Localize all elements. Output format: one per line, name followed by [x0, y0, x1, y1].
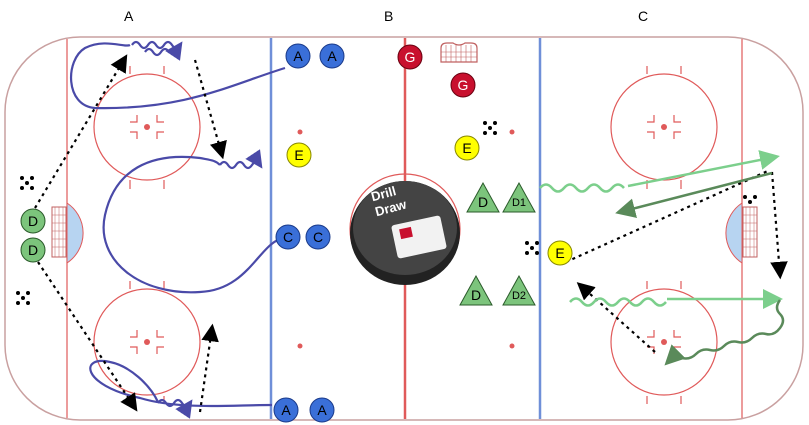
player-extra[interactable]: [547, 240, 573, 266]
pylon-label: D: [478, 194, 488, 210]
neutral-dot: [297, 343, 303, 349]
player-label: G: [458, 77, 469, 93]
zone-label-c: C: [638, 8, 649, 24]
faceoff-dot: [144, 339, 150, 345]
puck-stack-icon: [483, 121, 497, 135]
pylon-defense[interactable]: [466, 181, 500, 213]
pass-line: [576, 282, 656, 353]
zone-label-a: A: [124, 8, 134, 24]
skate-path-wavy: [219, 149, 263, 170]
pass-line: [770, 171, 788, 280]
player-label: D: [28, 242, 38, 258]
skate-path: [89, 359, 273, 408]
pylon-defense[interactable]: [459, 274, 493, 306]
drilldraw-puck-logo: Drill Draw: [350, 181, 460, 285]
player-label: D: [28, 213, 38, 229]
neutral-dot: [509, 129, 515, 135]
skate-path: [102, 155, 286, 294]
puck-stack-icon: [525, 241, 539, 255]
skate-path-wavy: [157, 398, 193, 419]
green-pass-line: [627, 150, 780, 188]
faceoff-dot: [661, 124, 667, 130]
pylon-label: D2: [512, 290, 526, 302]
player-label: C: [283, 229, 293, 245]
player-label: E: [462, 140, 471, 156]
player-label: A: [281, 402, 291, 418]
skate-path: [70, 42, 286, 110]
player-forward[interactable]: [319, 43, 345, 69]
player-center[interactable]: [275, 224, 301, 250]
player-goalie[interactable]: [450, 72, 476, 98]
pylon-label: D: [471, 287, 481, 303]
player-label: A: [327, 48, 337, 64]
goal-net-right-mesh: [743, 207, 757, 257]
player-extra[interactable]: [454, 135, 480, 161]
player-defense[interactable]: [20, 237, 46, 263]
logo-text-line1: Drill: [369, 183, 397, 204]
player-center[interactable]: [305, 224, 331, 250]
player-label: C: [313, 229, 323, 245]
puck-stack-icon: [743, 195, 757, 204]
pass-line: [34, 54, 128, 209]
puck-stack-icon: [20, 176, 34, 190]
crease-right: [725, 202, 743, 264]
crease-left: [66, 202, 84, 264]
player-extra[interactable]: [286, 142, 312, 168]
pylon-label: D1: [512, 197, 526, 209]
player-label: G: [405, 49, 416, 65]
neutral-dot: [509, 343, 515, 349]
faceoff-dot: [661, 339, 667, 345]
pass-line: [565, 168, 771, 264]
player-forward[interactable]: [273, 397, 299, 423]
green-skate-wavy: [539, 183, 625, 193]
pylon-defense[interactable]: [502, 274, 536, 306]
player-label: A: [317, 402, 327, 418]
player-goalie[interactable]: [397, 44, 423, 70]
green-pass-line: [615, 171, 773, 218]
skate-path-wavy: [144, 47, 170, 57]
player-forward[interactable]: [285, 43, 311, 69]
pass-line: [198, 323, 219, 413]
green-skate-wavy: [569, 297, 667, 307]
faceoff-circle-left-top: [93, 66, 201, 189]
neutral-dot: [297, 129, 303, 135]
pass-line: [193, 59, 227, 160]
skate-path-wavy: [131, 40, 183, 61]
zone-label-b: B: [384, 8, 394, 24]
puck-stack-icon: [16, 291, 30, 305]
player-defense[interactable]: [20, 208, 46, 234]
player-label: A: [293, 48, 303, 64]
goal-net-icon: [440, 42, 478, 63]
green-skate-wavy: [664, 299, 785, 366]
player-forward[interactable]: [309, 397, 335, 423]
pylon-defense[interactable]: [502, 181, 536, 213]
pass-line: [37, 261, 138, 412]
player-label: E: [555, 245, 564, 261]
player-label: E: [294, 147, 303, 163]
faceoff-circle-right-bottom: [610, 281, 718, 404]
goal-net-left-mesh: [52, 207, 66, 257]
faceoff-dot: [144, 124, 150, 130]
